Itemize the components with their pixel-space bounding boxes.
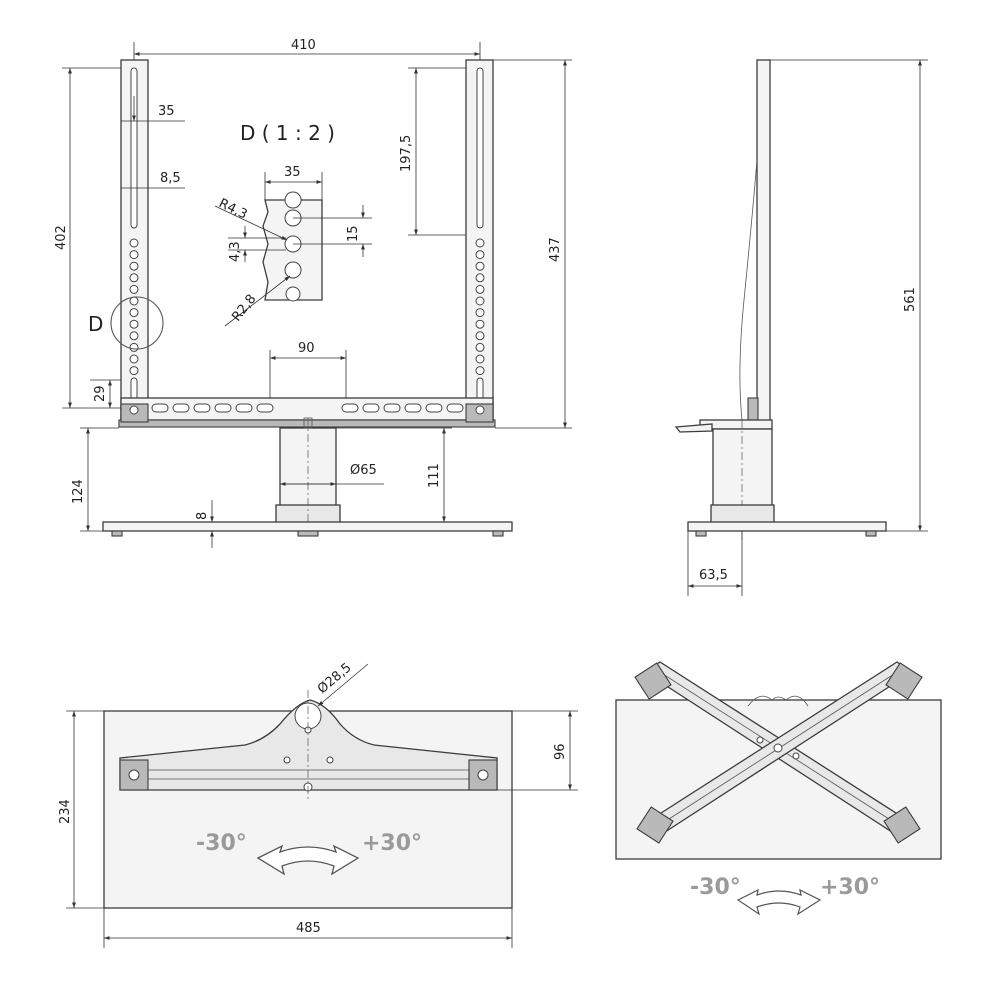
crossbar-slots (151, 403, 464, 413)
side-upright (756, 59, 771, 427)
rotation-left-label-2: -30° (690, 875, 741, 900)
upright-hole (129, 354, 139, 364)
upright-hole (475, 296, 485, 306)
side-collar (710, 504, 775, 524)
dim-column-inner: 111 (427, 463, 442, 488)
right-upright-slot (476, 67, 484, 229)
dim-front-width: 410 (291, 38, 316, 53)
dim-upright-height: 402 (54, 225, 69, 250)
dim-base-offset: 96 (553, 743, 568, 760)
crossbar-slot (404, 403, 422, 413)
detail-marker: D (88, 312, 103, 336)
left-foot (111, 530, 123, 537)
crossbar-slot (235, 403, 253, 413)
upright-hole (475, 273, 485, 283)
top-arm-frame (119, 699, 498, 791)
crossbar-bottom-plate (118, 419, 496, 428)
rotation-right-label: +30° (362, 831, 422, 856)
dim-detail-spacing: 35 (284, 165, 301, 180)
dim-column-height: 124 (71, 479, 86, 504)
right-bolt (475, 405, 485, 415)
detail-circle (110, 296, 164, 350)
dim-bracket-height: 437 (548, 237, 563, 262)
dim-slot-length: 35 (158, 104, 175, 119)
upright-hole (475, 308, 485, 318)
upright-hole (129, 273, 139, 283)
crossbar-slot (214, 403, 232, 413)
upright-hole (129, 250, 139, 260)
left-bolt (129, 405, 139, 415)
side-arm (674, 423, 713, 433)
upright-hole (129, 366, 139, 376)
dim-bottom-offset: 29 (93, 385, 108, 402)
dim-base-height: 234 (58, 799, 73, 824)
dim-arm-spacing: 90 (298, 341, 315, 356)
base-plate (102, 521, 513, 532)
dim-detail-hole: 4,3 (228, 241, 243, 262)
upright-hole (129, 238, 139, 248)
crossbar-slot (151, 403, 169, 413)
crossbar-slot (172, 403, 190, 413)
upright-hole (475, 354, 485, 364)
crossbar-slot (256, 403, 274, 413)
dim-plate-thickness: 8 (195, 512, 210, 520)
detail-title: D ( 1 : 2 ) (240, 121, 335, 145)
upright-hole (129, 284, 139, 294)
rotation-arrow (256, 844, 360, 876)
upright-hole (129, 261, 139, 271)
rotated-top-view: -30° +30° (615, 661, 942, 916)
crossbar-slot (425, 403, 443, 413)
upright-hole (475, 342, 485, 352)
upright-hole (129, 308, 139, 318)
side-base-plate (687, 521, 887, 532)
crossbar-slot (383, 403, 401, 413)
dim-side-height: 561 (903, 287, 918, 312)
dim-column-diameter: Ø65 (350, 463, 377, 478)
column-screw (303, 417, 313, 429)
upright-hole (475, 238, 485, 248)
left-upright-slot (130, 67, 138, 229)
rotation-right-label-2: +30° (820, 875, 880, 900)
upright-hole (129, 342, 139, 352)
upright-hole (475, 319, 485, 329)
top-view: Ø28,5 234 96 485 -30° +30° (58, 660, 578, 948)
side-column (712, 428, 773, 508)
detail-view: D ( 1 : 2 ) 35 15 R4,3 4,3 R2,8 (214, 121, 372, 327)
center-foot (297, 530, 319, 537)
upright-hole (475, 284, 485, 294)
dim-adjust-range: 197,5 (399, 135, 414, 172)
dim-slot-width: 8,5 (160, 171, 181, 186)
dim-detail-pitch: 15 (346, 225, 361, 242)
upright-hole (129, 319, 139, 329)
right-foot (492, 530, 504, 537)
rotation-left-label: -30° (196, 831, 247, 856)
side-view: 561 63,5 (674, 59, 928, 596)
crossbar-slot (193, 403, 211, 413)
upright-hole (475, 331, 485, 341)
dim-side-depth: 63,5 (699, 568, 728, 583)
crossbar-slot (341, 403, 359, 413)
dim-detail-radius-bottom: R2,8 (229, 292, 259, 325)
rotation-arrow-2 (736, 888, 822, 916)
right-upright-holes (475, 238, 485, 376)
crossbar-slot (362, 403, 380, 413)
upright-hole (129, 331, 139, 341)
side-cable (739, 159, 758, 421)
rotated-base-plate (615, 699, 942, 860)
upright-hole (475, 250, 485, 260)
crossbar-slot (446, 403, 464, 413)
upright-hole (475, 366, 485, 376)
dim-base-width: 485 (296, 921, 321, 936)
side-clamp (747, 397, 759, 423)
front-view: D 410 35 8,5 402 29 197,5 437 (54, 38, 572, 548)
upright-hole (475, 261, 485, 271)
dim-detail-radius-top: R4,3 (216, 196, 249, 223)
